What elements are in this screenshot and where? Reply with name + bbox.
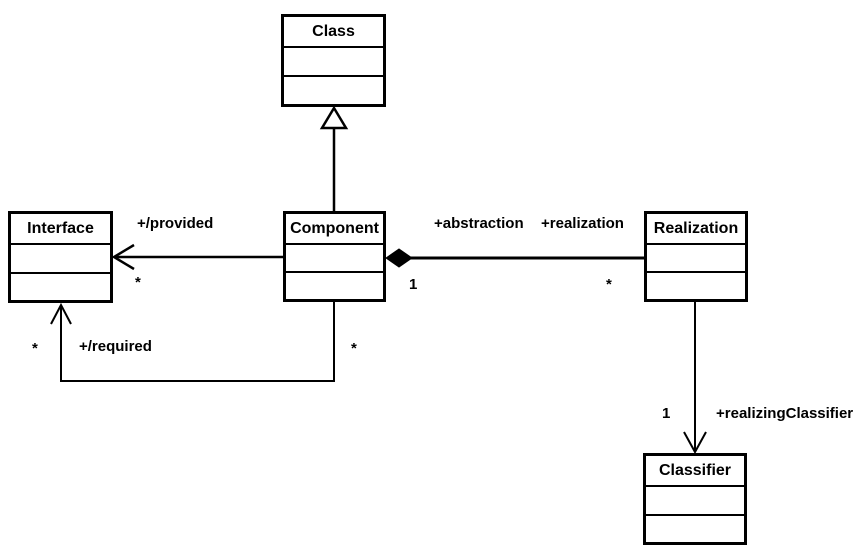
component-attributes-compartment: [286, 243, 383, 271]
uml-class-box-interface: Interface: [8, 211, 113, 303]
required-line: [60, 302, 335, 382]
realization-operations-compartment: [647, 271, 745, 299]
class-name-component: Component: [290, 219, 379, 237]
provided-multiplicity-label: *: [135, 274, 141, 291]
provided-role-label: +/provided: [137, 215, 214, 232]
interface-attributes-compartment: [11, 243, 110, 272]
class-name-classifier: Classifier: [658, 461, 732, 479]
realization-multiplicity-label: *: [606, 276, 612, 293]
realizing-classifier-open-arrowhead-icon: [683, 431, 707, 455]
generalization-connector-component-to-class: [319, 105, 349, 211]
uml-class-box-realization: Realization: [644, 211, 748, 302]
class-operations-compartment: [284, 75, 383, 104]
class-name-class: Class: [312, 22, 355, 40]
composition-filled-diamond-icon: [385, 248, 413, 268]
uml-class-box-class: Class: [281, 14, 386, 107]
realizing-classifier-association-connector: [683, 302, 707, 455]
realizing-classifier-role-label: +realizingClassifier: [716, 405, 854, 422]
required-association-connector: [50, 302, 335, 382]
realization-role-label: +realization: [541, 215, 624, 232]
abstraction-multiplicity-label: 1: [409, 276, 418, 293]
composition-connector-component-to-realization: [385, 248, 644, 268]
classifier-attributes-compartment: [646, 485, 744, 514]
classifier-operations-compartment: [646, 513, 744, 542]
class-name-realization: Realization: [653, 219, 739, 237]
required-multiplicity-component-label: *: [351, 340, 357, 357]
generalization-hollow-triangle-icon: [319, 105, 349, 130]
uml-class-box-classifier: Classifier: [643, 453, 747, 545]
realization-attributes-compartment: [647, 243, 745, 271]
provided-open-arrowhead-icon: [111, 243, 135, 271]
provided-association-connector: [111, 243, 283, 271]
uml-class-box-component: Component: [283, 211, 386, 302]
required-multiplicity-interface-label: *: [32, 340, 38, 357]
realizing-classifier-multiplicity-label: 1: [662, 405, 671, 422]
required-role-label: +/required: [79, 338, 152, 355]
interface-operations-compartment: [11, 271, 110, 300]
component-operations-compartment: [286, 271, 383, 299]
required-open-arrowhead-icon: [50, 302, 72, 325]
class-name-interface: Interface: [27, 219, 94, 237]
class-attributes-compartment: [284, 46, 383, 75]
abstraction-role-label: +abstraction: [434, 215, 524, 232]
